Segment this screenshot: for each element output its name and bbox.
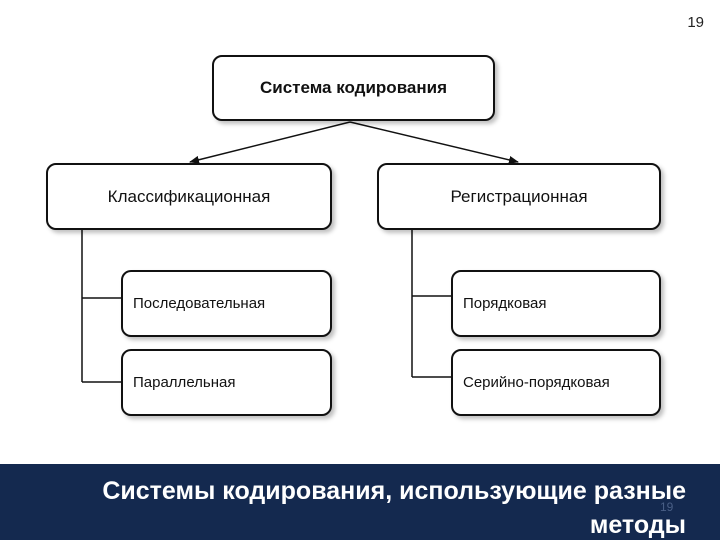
leaf-serial-ordinal: Серийно-порядковая [451,349,661,416]
arrow-to-classification [189,121,351,164]
leaf-parallel: Параллельная [121,349,332,416]
arrow-to-registration [349,121,519,164]
root-node: Система кодирования [212,55,495,121]
banner-title: Системы кодирования, использующие разные… [102,477,686,539]
page-number: 19 [687,14,704,31]
banner-page-number: 19 [660,500,674,514]
branch-registration: Регистрационная [377,163,661,230]
branch-classification: Классификационная [46,163,332,230]
leaf-sequential: Последовательная [121,270,332,337]
title-banner: Системы кодирования, использующие разные… [0,464,720,540]
leaf-ordinal: Порядковая [451,270,661,337]
